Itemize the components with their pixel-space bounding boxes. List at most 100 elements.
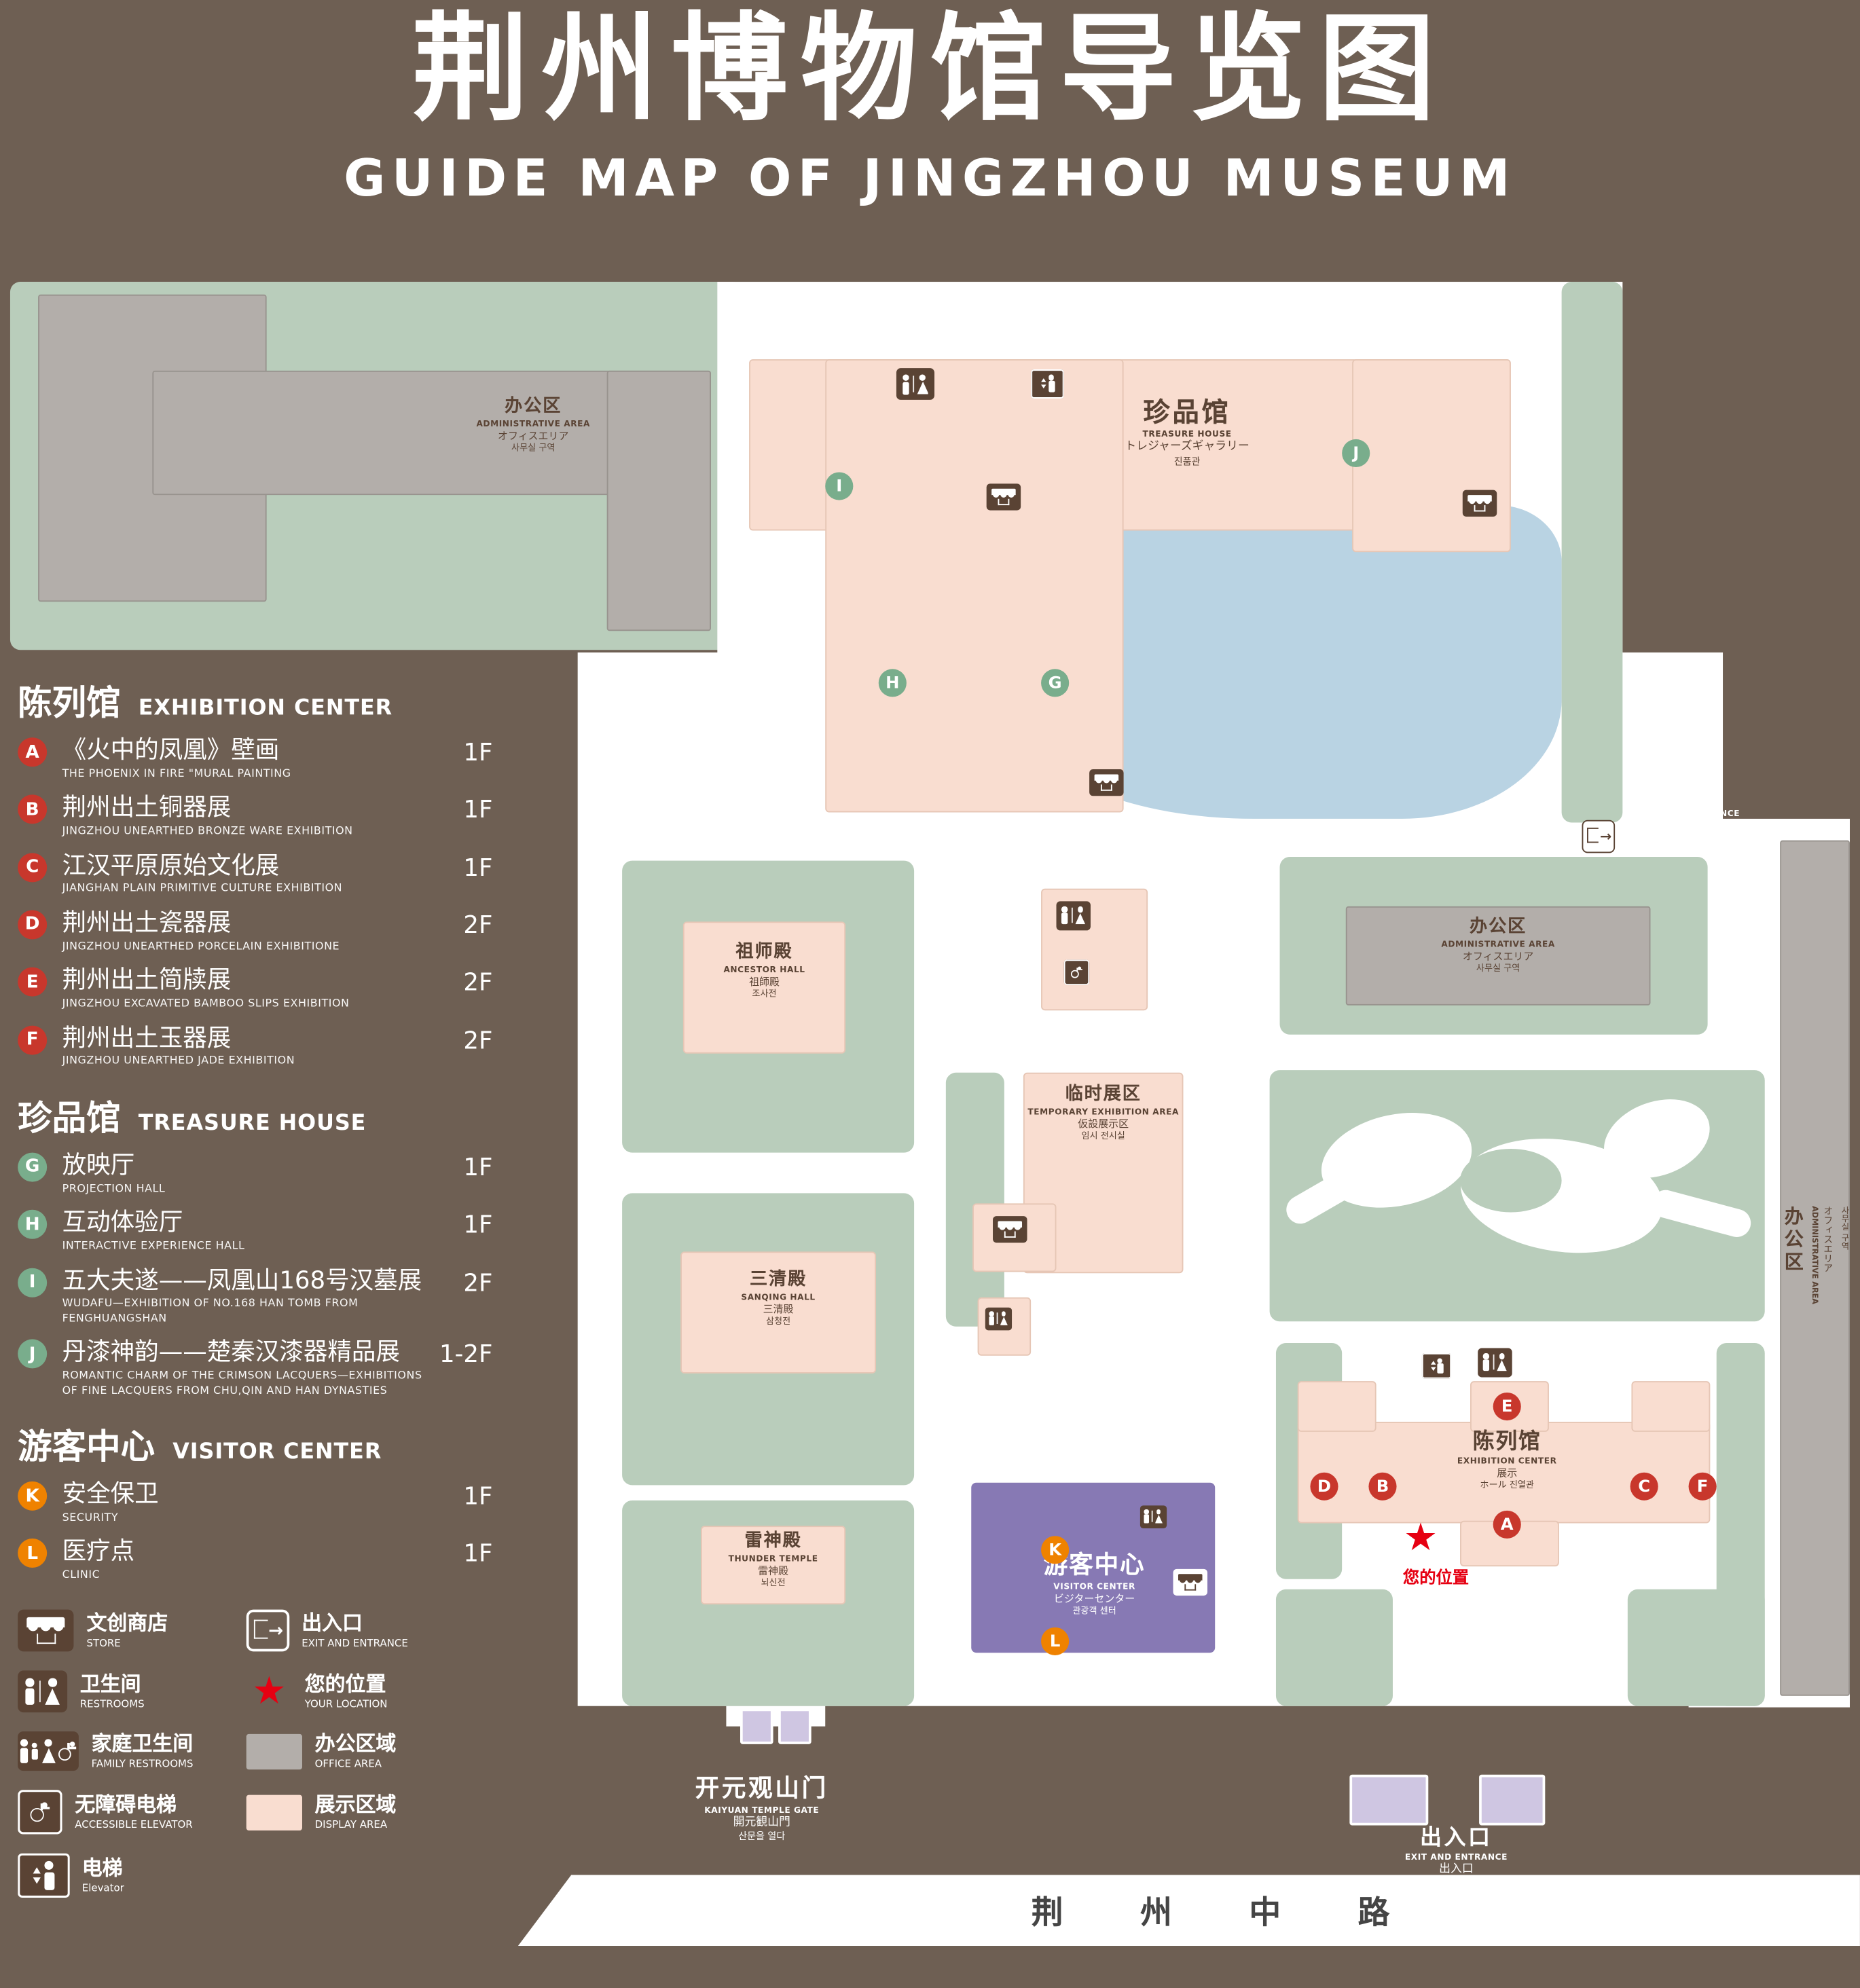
visitor-center-en: VISITOR CENTER [1053, 1581, 1135, 1592]
admin-nw-ja: オフィスエリア [498, 430, 569, 441]
store-icon [1089, 769, 1124, 796]
section-title-en: TREASURE HOUSE [138, 1110, 367, 1137]
thunder-temple-building [701, 1526, 846, 1605]
grounds-exhibition-south-east [1627, 1589, 1765, 1706]
item-floor: 2F [463, 1268, 493, 1297]
road-name: 荆 州 中 路 [1031, 1894, 1423, 1931]
ancestor-hall-building [682, 921, 846, 1054]
marker-g: G [18, 1152, 48, 1182]
marker-d: D [18, 910, 48, 940]
legend-zh: 家庭卫生间 [91, 1731, 194, 1756]
exit-icon [1582, 820, 1616, 854]
gate-zh: 开元观山门 [695, 1774, 828, 1803]
item-en: INTERACTIVE EXPERIENCE HALL [62, 1240, 245, 1253]
restroom-icon [1139, 1505, 1167, 1528]
item-en: THE PHOENIX IN FIRE "MURAL PAINTING [62, 767, 291, 781]
item-en: CLINIC [62, 1569, 101, 1582]
map-marker-j: J [1342, 439, 1370, 468]
sanqing-hall-ja: 三清殿 [763, 1303, 794, 1315]
marker-f: F [18, 1025, 48, 1054]
map-marker-l: L [1041, 1627, 1070, 1655]
label-admin-nw: 办公区 ADMINISTRATIVE AREA オフィスエリア 사무실 구역 [476, 396, 590, 454]
item-en: PROJECTION HALL [62, 1182, 166, 1196]
item-floor: 1F [463, 796, 493, 824]
gate-ko: 산문을 열다 [738, 1830, 786, 1843]
item-zh: 放映厅 [62, 1151, 135, 1179]
exit-east-ja: 出入口 [1671, 820, 1706, 834]
marker-l: L [18, 1539, 48, 1568]
legend-zh: 您的位置 [304, 1672, 386, 1697]
legend-en: EXIT AND ENTRANCE [302, 1637, 408, 1649]
your-location-label: 您的位置 [1402, 1568, 1470, 1588]
treasure-house-ja: トレジャーズギャラリー [1125, 441, 1250, 454]
accessible-restroom-icon [1063, 959, 1090, 985]
legend-zh: 卫生间 [79, 1672, 141, 1697]
admin-nw-ko: 사무실 구역 [511, 442, 555, 453]
legend-en: YOUR LOCATION [304, 1698, 388, 1710]
visitor-center-building [971, 1482, 1216, 1653]
marker-i: I [18, 1267, 48, 1297]
restroom-icon [896, 368, 935, 400]
item-en: JINGZHOU UNEARTHED BRONZE WARE EXHIBITIO… [62, 825, 353, 839]
section-title-en: VISITOR CENTER [172, 1439, 382, 1465]
label-temporary-area: 临时展区 TEMPORARY EXHIBITION AREA 仮設展示区 임시 … [1027, 1084, 1179, 1142]
admin-east-ko: 사무실 구역 [1839, 1206, 1850, 1250]
treasure-house-building-south-wing [825, 359, 1124, 813]
item-zh: 荆州出土玉器展 [62, 1023, 232, 1052]
label-exit-south: 出入口 EXIT AND ENTRANCE 出入口 출입구 [1405, 1825, 1508, 1890]
thunder-temple-en: THUNDER TEMPLE [728, 1553, 818, 1564]
marker-j: J [18, 1339, 48, 1369]
exit-south-building-west [1349, 1774, 1429, 1826]
exit-south-building-east [1479, 1774, 1546, 1826]
legend-zh: 展示区域 [314, 1792, 397, 1818]
gate-en: KAIYUAN TEMPLE GATE [704, 1805, 820, 1816]
accessible-elevator-icon [18, 1790, 62, 1835]
office-area-swatch [246, 1733, 302, 1769]
exhibition-center-east-stub [1631, 1381, 1711, 1432]
exhibition-center-zh: 陈列馆 [1472, 1429, 1542, 1455]
legend-en: ACCESSIBLE ELEVATOR [75, 1819, 193, 1830]
exhibition-center-south-stub [1460, 1520, 1559, 1567]
item-en: WUDAFU—EXHIBITION OF NO.168 HAN TOMB FRO… [62, 1297, 359, 1325]
label-admin-east: 办公区 ADMINISTRATIVE AREA オフィスエリア 사무실 구역 [1782, 1206, 1849, 1498]
grounds-center-strip [945, 1072, 1004, 1327]
legend-en: FAMILY RESTROOMS [91, 1758, 194, 1769]
legend-zh: 电梯 [81, 1856, 123, 1881]
map-marker-b: B [1368, 1472, 1397, 1501]
store-icon [1173, 1568, 1208, 1596]
treasure-house-zh: 珍品馆 [1143, 397, 1231, 428]
store-icon [1462, 490, 1497, 517]
legend-zh: 出入口 [302, 1611, 363, 1636]
ancestor-hall-ko: 조사전 [752, 988, 777, 999]
item-zh: 荆州出土瓷器展 [62, 908, 232, 937]
thunder-temple-ja: 雷神殿 [758, 1564, 789, 1577]
legend-family-restrooms: 家庭卫生间 FAMILY RESTROOMS [18, 1731, 244, 1771]
marker-b: B [18, 794, 48, 824]
marker-e: E [18, 968, 48, 997]
admin-mid-en: ADMINISTRATIVE AREA [1441, 938, 1555, 949]
label-treasure-house: 珍品馆 TREASURE HOUSE トレジャーズギャラリー 진품관 [1125, 396, 1249, 467]
store-icon [18, 1609, 74, 1653]
store-icon [986, 483, 1021, 511]
building-admin-nw-ext [606, 370, 711, 631]
item-floor: 1F [463, 1154, 493, 1182]
section-title-zh: 陈列馆 [18, 684, 121, 724]
gate-ja: 開元観山門 [733, 1816, 790, 1829]
label-exhibition-center: 陈列馆 EXHIBITION CENTER 展示 ホール 진열관 [1457, 1429, 1557, 1492]
item-zh: 五大夫遂——凤凰山168号汉墓展 [62, 1266, 422, 1295]
legend-zh: 办公区域 [314, 1731, 397, 1756]
visitor-center-ja: ビジターセンター [1053, 1593, 1135, 1604]
elevator-icon [18, 1853, 70, 1898]
